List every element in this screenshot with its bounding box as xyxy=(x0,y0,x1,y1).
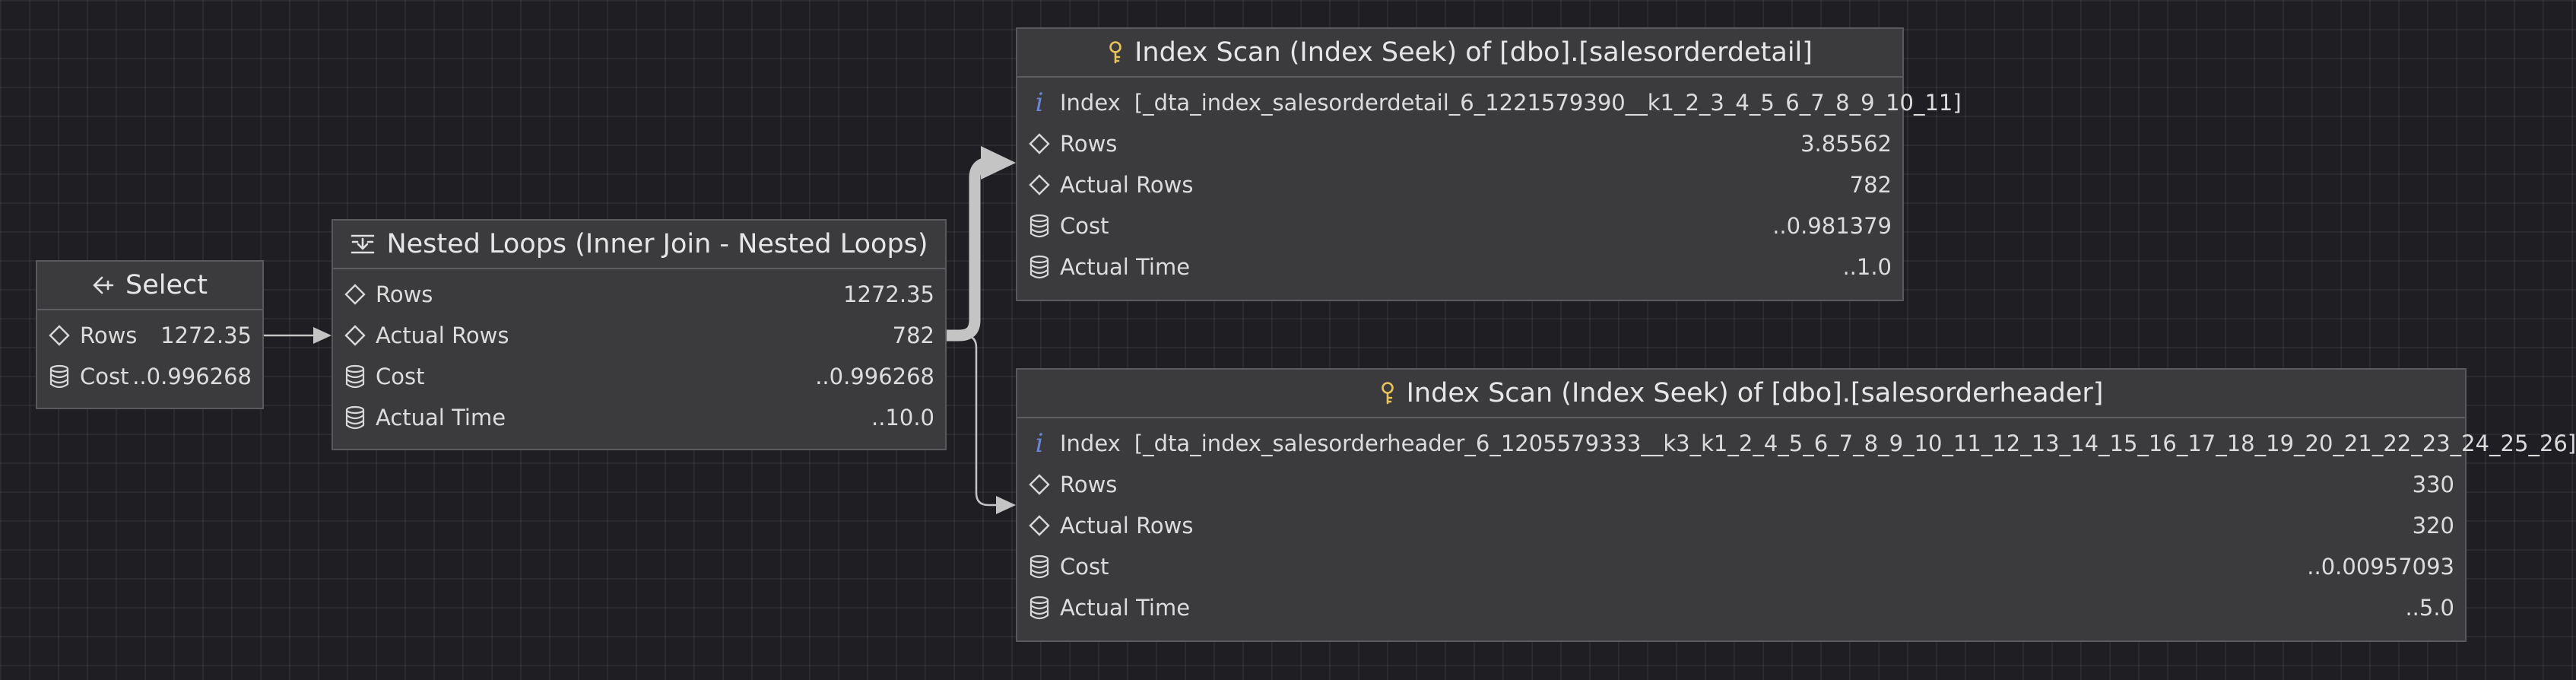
property-value: ..0.981379 xyxy=(1772,213,1892,239)
property-row: Rows 330 xyxy=(1017,464,2465,505)
property-label: Cost xyxy=(80,364,129,389)
property-value: ..5.0 xyxy=(2405,595,2454,621)
edge-detail-to-nested xyxy=(947,157,992,342)
index-scan-salesorderdetail-node[interactable]: Index Scan (Index Seek) of [dbo].[saleso… xyxy=(1016,27,1962,301)
property-value: [_dta_index_salesorderheader_6_120557933… xyxy=(1134,431,2576,456)
database-icon xyxy=(1026,254,1052,280)
property-row: Cost ..0.00957093 xyxy=(1017,546,2465,587)
node-title: Index Scan (Index Seek) of [dbo].[saleso… xyxy=(1406,378,2104,408)
index-scan-salesorderheader-node[interactable]: Index Scan (Index Seek) of [dbo].[saleso… xyxy=(1016,368,2576,642)
nested-loops-icon xyxy=(350,233,376,256)
property-row: Actual Time ..10.0 xyxy=(333,397,945,438)
property-value: 782 xyxy=(1849,172,1892,198)
node-title: Index Scan (Index Seek) of [dbo].[saleso… xyxy=(1134,37,1813,68)
property-label: Cost xyxy=(1060,213,1109,239)
property-label: Actual Rows xyxy=(376,323,509,348)
property-label: Cost xyxy=(376,364,425,389)
diamond-icon xyxy=(342,323,368,348)
property-value: ..0.996268 xyxy=(132,364,252,389)
info-icon: i xyxy=(1035,428,1044,459)
database-icon xyxy=(1026,554,1052,580)
property-value: 3.85562 xyxy=(1800,131,1892,157)
property-label: Actual Time xyxy=(376,405,506,431)
property-row: Actual Time ..5.0 xyxy=(1017,587,2465,628)
database-icon xyxy=(342,405,368,431)
nested-loops-node[interactable]: Nested Loops (Inner Join - Nested Loops)… xyxy=(332,219,947,450)
property-row: Actual Rows 320 xyxy=(1017,505,2465,546)
diamond-icon xyxy=(1026,172,1052,198)
property-row: Actual Rows 782 xyxy=(333,315,945,356)
property-value: ..0.996268 xyxy=(815,364,934,389)
property-label: Actual Rows xyxy=(1060,172,1194,198)
database-icon xyxy=(46,364,72,389)
diamond-icon xyxy=(1026,513,1052,539)
property-row: Rows 3.85562 xyxy=(1017,123,1902,164)
property-row: i Index [_dta_index_salesorderheader_6_1… xyxy=(1017,423,2576,464)
edge-arrowhead xyxy=(313,327,332,344)
property-value: 782 xyxy=(892,323,934,348)
node-properties: Rows 1272.35 Actual Rows 782 Cost ..0.99… xyxy=(333,269,945,438)
diamond-icon xyxy=(342,281,368,307)
property-value: ..1.0 xyxy=(1842,254,1892,280)
property-row: Rows 1272.35 xyxy=(37,315,262,356)
node-header: Index Scan (Index Seek) of [dbo].[saleso… xyxy=(1017,29,1902,78)
property-row: Cost ..0.996268 xyxy=(333,356,945,397)
property-row: Actual Time ..1.0 xyxy=(1017,246,1902,288)
property-label: Rows xyxy=(1060,472,1118,497)
property-value: ..0.00957093 xyxy=(2307,554,2454,580)
property-value: 330 xyxy=(2412,472,2454,497)
property-label: Actual Time xyxy=(1060,254,1191,280)
edge-header-to-nested xyxy=(947,334,998,507)
select-arrow-icon xyxy=(92,275,115,295)
node-title: Nested Loops (Inner Join - Nested Loops) xyxy=(386,229,928,259)
key-icon xyxy=(1379,381,1396,405)
node-header: Index Scan (Index Seek) of [dbo].[saleso… xyxy=(1017,370,2465,418)
node-title: Select xyxy=(125,270,208,300)
info-icon: i xyxy=(1035,87,1044,118)
edge-arrowhead xyxy=(981,146,1016,180)
node-header: Select xyxy=(37,262,262,310)
database-icon xyxy=(1026,595,1052,621)
property-row: Cost ..0.981379 xyxy=(1017,205,1902,246)
property-label: Actual Time xyxy=(1060,595,1191,621)
property-label: Index xyxy=(1060,431,1121,456)
node-properties: i Index [_dta_index_salesorderdetail_6_1… xyxy=(1017,78,1962,288)
diamond-icon xyxy=(1026,472,1052,497)
property-label: Cost xyxy=(1060,554,1109,580)
edge-arrowhead xyxy=(996,496,1016,514)
diamond-icon xyxy=(1026,131,1052,157)
property-label: Actual Rows xyxy=(1060,513,1194,539)
node-properties: Rows 1272.35 Cost ..0.996268 xyxy=(37,310,262,397)
property-row: Cost ..0.996268 xyxy=(37,356,262,397)
key-icon xyxy=(1107,40,1124,65)
node-properties: i Index [_dta_index_salesorderheader_6_1… xyxy=(1017,418,2576,628)
property-value: [_dta_index_salesorderdetail_6_122157939… xyxy=(1134,90,1962,116)
database-icon xyxy=(1026,213,1052,239)
property-label: Rows xyxy=(376,281,433,307)
property-value: 1272.35 xyxy=(843,281,934,307)
property-row: Rows 1272.35 xyxy=(333,274,945,315)
property-row: i Index [_dta_index_salesorderdetail_6_1… xyxy=(1017,82,1962,123)
property-value: 1272.35 xyxy=(160,323,252,348)
plan-edges xyxy=(262,146,1016,514)
property-value: ..10.0 xyxy=(871,405,934,431)
diamond-icon xyxy=(46,323,72,348)
select-node[interactable]: Select Rows 1272.35 Cost ..0.996268 xyxy=(36,260,264,409)
property-label: Index xyxy=(1060,90,1121,116)
property-value: 320 xyxy=(2412,513,2454,539)
property-label: Rows xyxy=(80,323,138,348)
property-row: Actual Rows 782 xyxy=(1017,164,1902,205)
property-label: Rows xyxy=(1060,131,1118,157)
database-icon xyxy=(342,364,368,389)
node-header: Nested Loops (Inner Join - Nested Loops) xyxy=(333,221,945,269)
